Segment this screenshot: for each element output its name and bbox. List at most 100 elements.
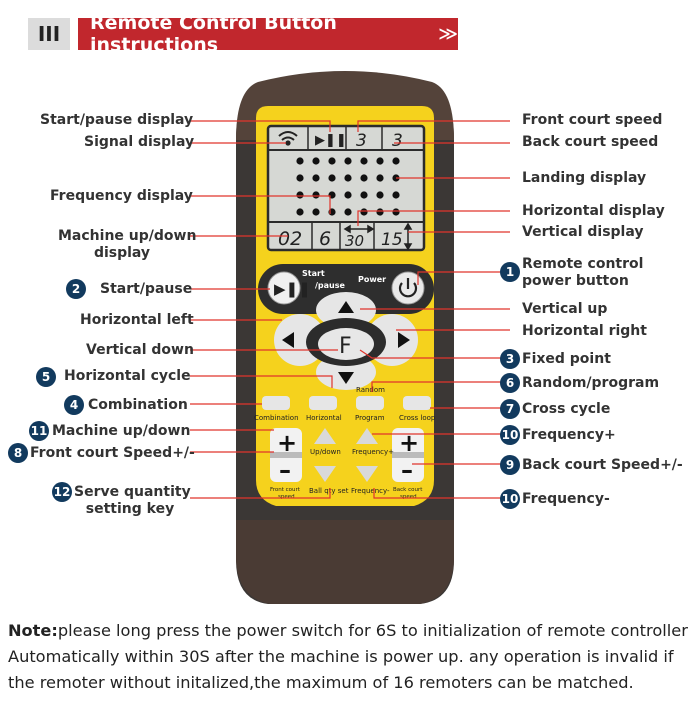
power-icon <box>398 278 418 298</box>
landing-dot <box>328 174 336 182</box>
program-key-label: Program <box>355 414 385 422</box>
f-button[interactable] <box>318 328 374 360</box>
random-key-label: Random <box>356 386 385 394</box>
remote-bottom-cap <box>236 520 454 604</box>
horizontal-arrow-icon <box>343 224 375 234</box>
section-title: Remote Control Button instructions <box>90 12 337 56</box>
updown-up-button[interactable] <box>314 428 336 444</box>
landing-dot <box>360 208 368 216</box>
label-frequency-display: Frequency display <box>50 188 193 204</box>
label-horizontal-right: Horizontal right <box>522 323 647 339</box>
landing-dot <box>392 157 400 165</box>
badge-10-plus: 10 <box>500 425 520 445</box>
wifi-icon <box>278 131 298 146</box>
ball-qty-button[interactable] <box>314 466 336 482</box>
horizontal-key-label: Horizontal <box>306 414 342 422</box>
label-back-court-speed: Back court Speed+/- <box>522 457 683 473</box>
label-power-button: Remote control power button <box>522 256 644 289</box>
frequency-plus-key-label: Frequency+ <box>352 448 394 456</box>
landing-dot <box>376 191 384 199</box>
label-cross-cycle: Cross cycle <box>522 401 611 417</box>
updown-key-label: Up/down <box>310 448 341 456</box>
badge-10-minus: 10 <box>500 489 520 509</box>
landing-dot <box>344 191 352 199</box>
lcd-back-speed: 3 <box>392 131 403 151</box>
vertical-arrow-icon <box>403 222 413 251</box>
badge-9: 9 <box>500 455 520 475</box>
badge-8: 8 <box>8 443 28 463</box>
label-fixed-point: Fixed point <box>522 351 611 367</box>
landing-dot-grid <box>296 157 400 216</box>
arrow-down-icon <box>338 372 354 384</box>
plus-icon: + <box>277 429 297 457</box>
random-program-button[interactable] <box>356 396 384 410</box>
minus-icon: – <box>401 456 413 484</box>
landing-dot <box>360 174 368 182</box>
combination-key-label: Combination <box>254 414 299 422</box>
landing-dot <box>376 208 384 216</box>
landing-dot <box>360 191 368 199</box>
label-machine-updown-display: Machine up/down display <box>58 228 197 261</box>
label-horizontal-cycle: Horizontal cycle <box>64 368 191 384</box>
landing-dot <box>312 191 320 199</box>
lcd-frequency: 6 <box>319 228 331 250</box>
frequency-minus-button[interactable] <box>356 466 378 482</box>
label-frequency-plus: Frequency+ <box>522 427 616 443</box>
label-back-court-speed-display: Back court speed <box>522 134 659 150</box>
arrow-up-icon <box>338 301 354 313</box>
label-combination: Combination <box>88 397 188 413</box>
label-start-pause-display: Start/pause display <box>40 112 194 128</box>
landing-dot <box>392 191 400 199</box>
landing-dot <box>376 174 384 182</box>
f-button-label: F <box>339 334 352 359</box>
play-pause-icon: ▶❚❚ <box>274 280 311 298</box>
lcd-horizontal: 30 <box>345 232 364 250</box>
cross-loop-key-label: Cross loop <box>399 414 436 422</box>
cross-loop-button[interactable] <box>403 396 431 410</box>
minus-icon: – <box>279 456 291 484</box>
landing-dot <box>296 174 304 182</box>
landing-dot <box>296 157 304 165</box>
landing-dot <box>392 208 400 216</box>
landing-dot <box>344 157 352 165</box>
combination-button[interactable] <box>262 396 290 410</box>
label-landing-display: Landing display <box>522 170 647 186</box>
plus-icon: + <box>399 429 419 457</box>
note-paragraph: Note:please long press the power switch … <box>8 618 688 696</box>
double-chevron-icon: ≫ <box>438 23 458 45</box>
top-button-band <box>258 264 434 314</box>
lcd-machine-updown: 02 <box>278 228 302 250</box>
landing-dot <box>312 208 320 216</box>
landing-dot <box>344 208 352 216</box>
label-front-court-speed: Front court Speed+/- <box>30 445 195 461</box>
label-serve-quantity: Serve quantity setting key <box>74 484 191 517</box>
badge-1: 1 <box>500 262 520 282</box>
label-frequency-minus: Frequency- <box>522 491 610 507</box>
note-lead: Note: <box>8 621 58 640</box>
landing-dot <box>328 157 336 165</box>
arrow-right-icon <box>398 332 410 348</box>
lcd-vertical: 15 <box>381 230 403 250</box>
label-vertical-down: Vertical down <box>86 342 194 358</box>
dpad: F <box>274 292 418 390</box>
label-random-program: Random/program <box>522 375 660 391</box>
label-machine-updown: Machine up/down <box>52 423 191 439</box>
badge-4: 4 <box>64 395 84 415</box>
lcd-start-pause: ▶❚❚ <box>315 133 347 148</box>
label-start-pause: Start/pause <box>100 281 193 297</box>
ball-qty-key-label: Ball qty set <box>309 487 349 495</box>
landing-dot <box>312 157 320 165</box>
start-pause-button[interactable] <box>267 271 301 305</box>
note-line-3: the remoter without initalized,the maxim… <box>8 673 634 692</box>
power-key-label: Power <box>358 275 386 284</box>
badge-5: 5 <box>36 367 56 387</box>
section-number: III <box>28 18 70 50</box>
frequency-plus-button[interactable] <box>356 428 378 444</box>
badge-12: 12 <box>52 482 72 502</box>
label-signal-display: Signal display <box>84 134 195 150</box>
horizontal-button[interactable] <box>309 396 337 410</box>
badge-11: 11 <box>29 421 49 441</box>
